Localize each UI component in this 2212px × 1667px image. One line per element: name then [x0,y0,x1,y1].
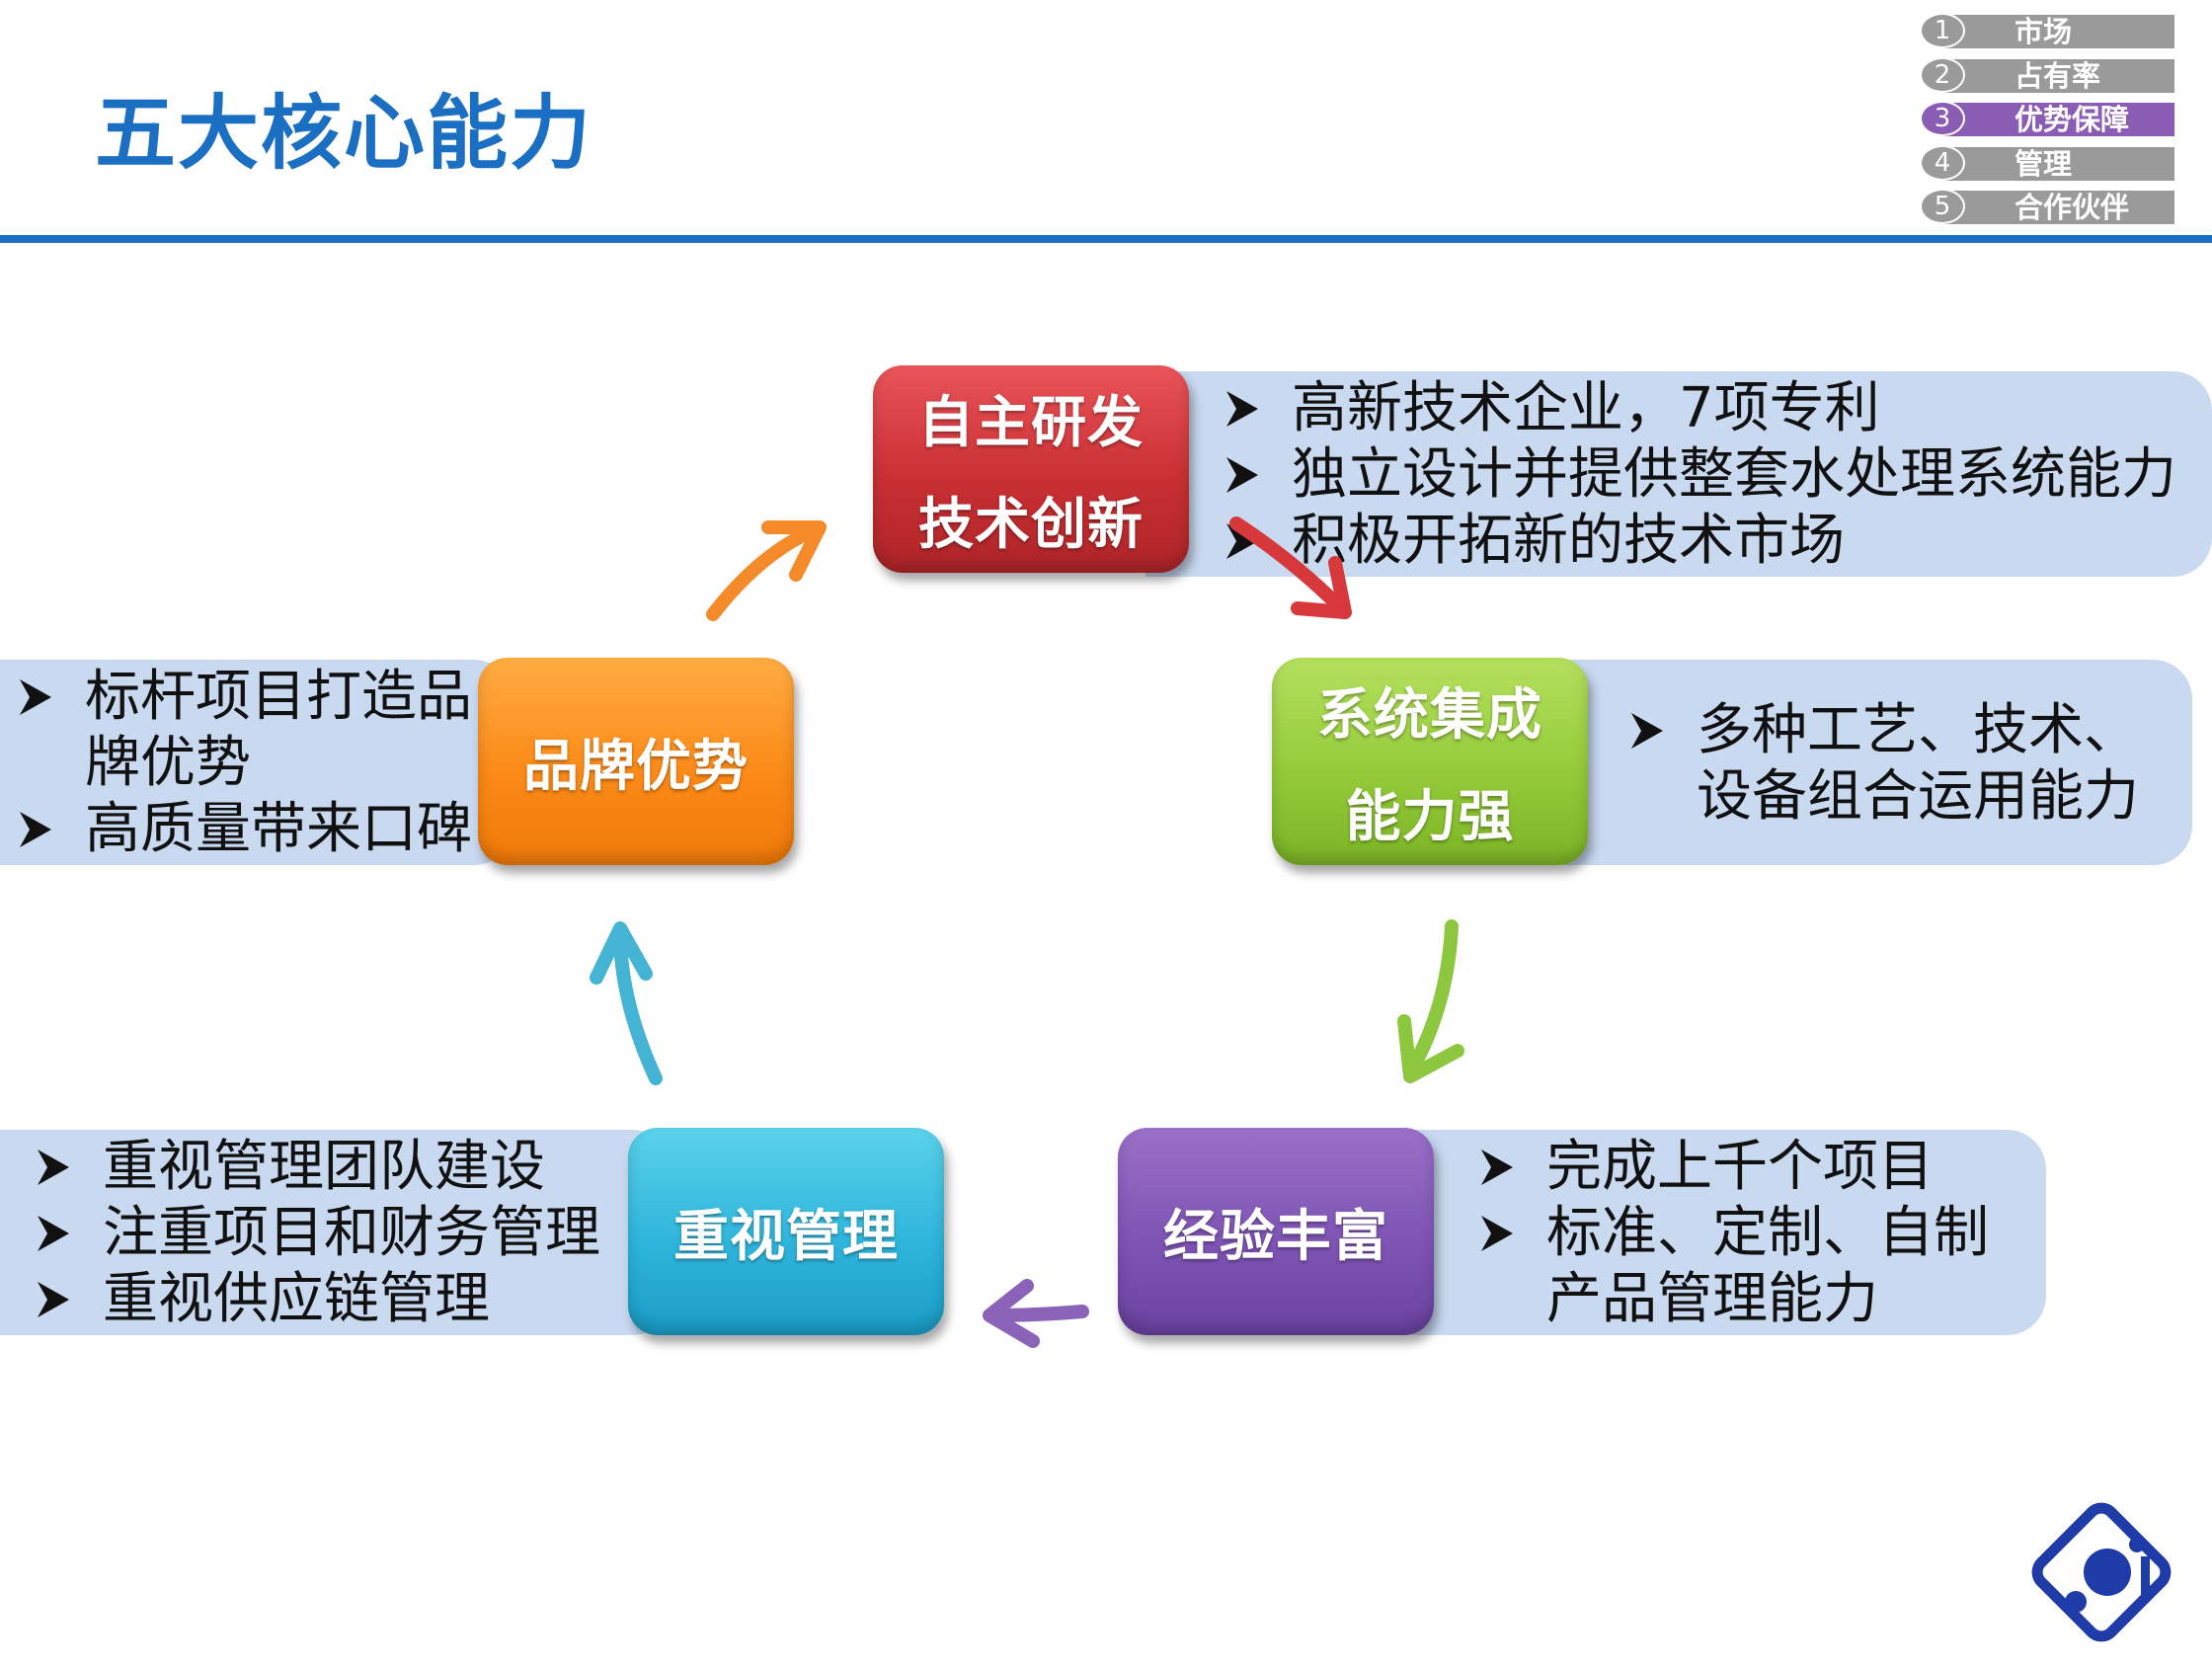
arrowhead-bullet-icon [20,679,51,715]
arrowhead-bullet-icon [20,812,51,847]
arrowhead-bullet-icon [1631,713,1663,749]
integration-bullets: 多种工艺、技术、 设备组合运用能力 [1629,697,2139,830]
title-divider [0,235,2212,243]
bullet-text-continued: 产品管理能力 [1546,1267,1878,1331]
list-item: 注重项目和财务管理 [36,1200,600,1266]
nav-bar [1943,103,2174,136]
bullet-text: 重视管理团队建设 [103,1135,545,1199]
bullet-text: 完成上千个项目 [1546,1135,1934,1199]
nav-item-4[interactable]: 4 管理 [1920,144,2174,181]
nav-label: 管理 [2014,146,2073,181]
bullet-text: 多种工艺、技术、 [1697,698,2139,762]
bullet-text: 标准、定制、自制 [1546,1201,1989,1265]
bullet-text-continued: 设备组合运用能力 [1697,764,2139,829]
arrowhead-bullet-icon [1481,1150,1513,1185]
arrowhead-bullet-icon [1226,523,1258,559]
brand-bullets: 标杆项目打造品 牌优势 高质量带来口碑 [18,664,472,862]
nav-number: 3 [1920,101,1965,136]
nav-item-3[interactable]: 3 优势保障 [1920,101,2174,136]
bullet-text-continued: 牌优势 [85,731,251,795]
list-item: 完成上千个项目 [1479,1134,1989,1200]
system-integration-node[interactable]: 系统集成 能力强 [1272,658,1588,865]
rd-bullets: 高新技术企业，7项专利 独立设计并提供整套水处理系统能力 积极开拓新的技术市场 [1224,375,2176,574]
list-item: 独立设计并提供整套水处理系统能力 [1224,441,2176,508]
bullet-text: 高新技术企业，7项专利 [1292,376,1880,440]
list-item: 积极开拓新的技术市场 [1224,508,2176,574]
management-bullets: 重视管理团队建设 注重项目和财务管理 重视供应链管理 [36,1134,600,1332]
nav-label: 市场 [2014,15,2073,48]
nav-number: 5 [1920,189,1965,224]
node-label-line2: 技术创新 [918,493,1144,557]
nav-bar [1943,191,2174,224]
node-label-line2: 能力强 [1345,785,1515,849]
nav-item-2[interactable]: 2 占有率 [1920,56,2174,93]
arrowhead-bullet-icon [1226,391,1258,427]
arrowhead-bullet-icon [38,1282,69,1317]
node-label-line1: 系统集成 [1317,683,1542,748]
brand-detail-panel [0,660,514,865]
nav-number: 4 [1920,144,1965,181]
bullet-text: 高质量带来口碑 [85,797,472,861]
rd-innovation-node[interactable]: 自主研发 技术创新 [873,365,1189,573]
list-item: 高新技术企业，7项专利 [1224,375,2176,441]
experience-bullets: 完成上千个项目 标准、定制、自制 产品管理能力 [1479,1134,1989,1332]
experience-detail-panel [1412,1130,2046,1335]
nav-item-5[interactable]: 5 合作伙伴 [1920,189,2174,224]
bullet-text: 标杆项目打造品 [85,665,472,729]
bullet-text: 独立设计并提供整套水处理系统能力 [1292,442,2176,507]
list-item: 高质量带来口碑 [18,796,472,862]
list-item: 标准、定制、自制 [1479,1200,1989,1266]
integration-detail-panel [1560,660,2192,865]
experience-node[interactable]: 经验丰富 [1118,1128,1434,1335]
nav-bar [1943,15,2174,48]
section-nav: 1 市场 2 占有率 3 优势保障 4 管理 5 合作伙伴 [1920,13,2174,233]
nav-number: 2 [1920,56,1965,93]
nav-number: 1 [1920,13,1965,48]
bullet-text: 注重项目和财务管理 [103,1201,600,1265]
list-item: 重视管理团队建设 [36,1134,600,1200]
arrowhead-bullet-icon [38,1216,69,1251]
list-item: 标杆项目打造品 [18,664,472,730]
company-logo-icon [2031,1502,2172,1642]
arrowhead-bullet-icon [38,1150,69,1185]
management-detail-panel [0,1130,672,1335]
arrow-integration-to-experience [1397,919,1464,1083]
list-item: 重视供应链管理 [36,1266,600,1332]
nav-bar [1943,58,2174,93]
bullet-text: 积极开拓新的技术市场 [1292,509,1845,573]
nav-label: 优势保障 [2014,103,2130,136]
brand-advantage-node[interactable]: 品牌优势 [478,658,794,865]
node-label: 经验丰富 [1163,1204,1388,1269]
management-node[interactable]: 重视管理 [628,1128,944,1335]
arrow-management-to-brand [590,921,663,1085]
node-label-line1: 自主研发 [918,391,1144,455]
node-label: 品牌优势 [523,734,749,799]
bullet-text: 重视供应链管理 [103,1267,490,1331]
arrowhead-bullet-icon [1226,457,1258,493]
arrowhead-bullet-icon [1481,1216,1513,1251]
list-item: 多种工艺、技术、 [1629,697,2139,763]
nav-bar [1943,146,2174,181]
page-title: 五大核心能力 [95,87,593,181]
node-label: 重视管理 [673,1204,899,1269]
arrow-experience-to-management [983,1279,1089,1348]
arrow-brand-to-rd [706,520,827,621]
nav-label: 占有率 [2014,58,2101,93]
nav-item-1[interactable]: 1 市场 [1920,13,2174,48]
nav-label: 合作伙伴 [2014,191,2130,224]
